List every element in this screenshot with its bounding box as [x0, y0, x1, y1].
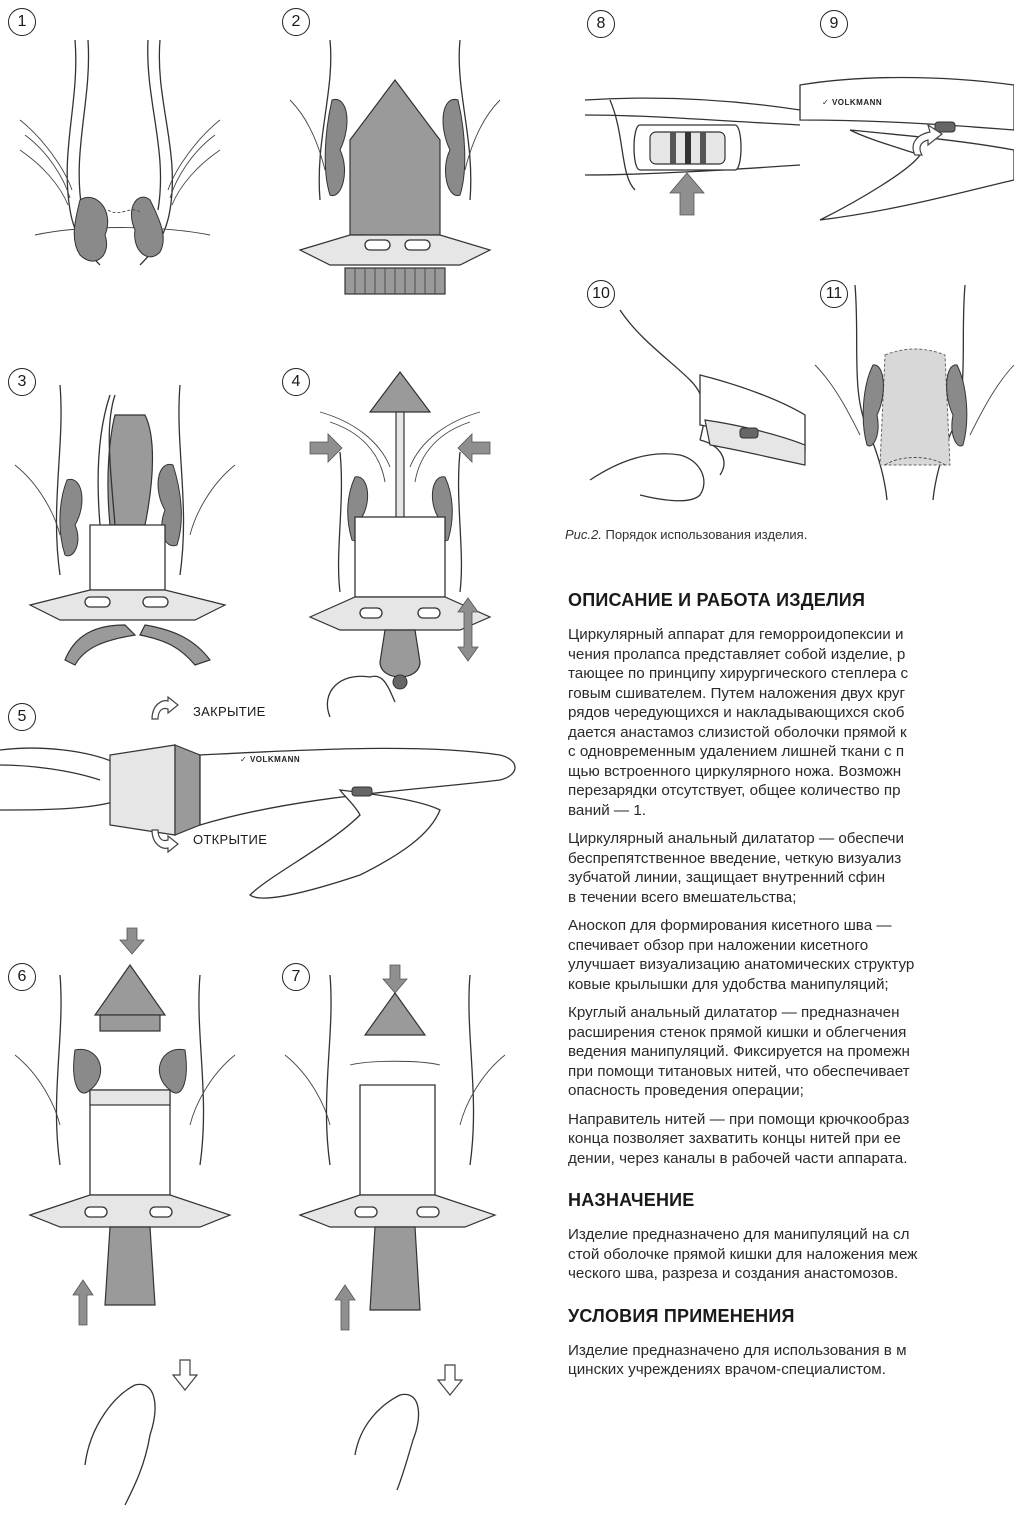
paragraph-description-4: Круглый анальный дилататор — предназначе…	[568, 1003, 1014, 1101]
rotate-open-icon	[148, 826, 182, 852]
step-number-2: 2	[282, 8, 310, 36]
figure-caption-ref: Рис.2.	[565, 527, 602, 542]
paragraph-description-3: Аноскоп для формирования кисетного шва —…	[568, 916, 1014, 994]
step-number-3: 3	[8, 368, 36, 396]
step-number-9: 9	[820, 10, 848, 38]
section-title-conditions: УСЛОВИЯ ПРИМЕНЕНИЯ	[568, 1306, 1014, 1327]
step-number-11: 11	[820, 280, 848, 308]
figure-step-8-release-button	[585, 75, 800, 225]
brand-logo-volkmann-9: ✓ VOLKMANN	[822, 98, 882, 107]
rotate-close-icon	[148, 697, 182, 723]
figure-step-7-extraction	[285, 965, 505, 1510]
step-number-1: 1	[8, 8, 36, 36]
step-number-4: 4	[282, 368, 310, 396]
paragraph-description-1: Циркулярный аппарат для геморроидопексии…	[568, 625, 1014, 820]
paragraph-description-2: Циркулярный анальный дилататор — обеспеч…	[568, 829, 1014, 907]
figure-step-4-stapler-insertion	[300, 372, 500, 717]
figure-step-3-anoscope	[15, 385, 235, 665]
open-label: ОТКРЫТИЕ	[193, 832, 267, 847]
figure-step-10-hand-removal	[580, 300, 805, 510]
figure-step-1-anatomy	[20, 40, 230, 280]
close-label: ЗАКРЫТИЕ	[193, 704, 266, 719]
step-number-7: 7	[282, 963, 310, 991]
step-number-8: 8	[587, 10, 615, 38]
figure-step-6-firing	[15, 965, 235, 1510]
down-arrow-icon	[120, 928, 144, 954]
step-number-10: 10	[587, 280, 615, 308]
step-number-6: 6	[8, 963, 36, 991]
figure-step-5-stapler-handle	[0, 725, 550, 905]
text-column: ОПИСАНИЕ И РАБОТА ИЗДЕЛИЯ Циркулярный ап…	[568, 590, 1014, 1389]
step-number-5: 5	[8, 703, 36, 731]
paragraph-conditions-1: Изделие предназначено для использования …	[568, 1341, 1014, 1380]
section-title-purpose: НАЗНАЧЕНИЕ	[568, 1190, 1014, 1211]
brand-logo-volkmann-5: ✓ VOLKMANN	[240, 755, 300, 764]
paragraph-purpose-1: Изделие предназначено для манипуляций на…	[568, 1225, 1014, 1284]
figure-caption: Рис.2. Порядок использования изделия.	[565, 527, 807, 542]
figure-step-9-lever	[800, 70, 1014, 230]
paragraph-description-5: Направитель нитей — при помощи крючкообр…	[568, 1110, 1014, 1169]
figure-step-11-result	[815, 285, 1014, 500]
figure-caption-text: Порядок использования изделия.	[602, 527, 807, 542]
figure-step-2-dilator	[290, 40, 500, 300]
section-title-description: ОПИСАНИЕ И РАБОТА ИЗДЕЛИЯ	[568, 590, 1014, 611]
